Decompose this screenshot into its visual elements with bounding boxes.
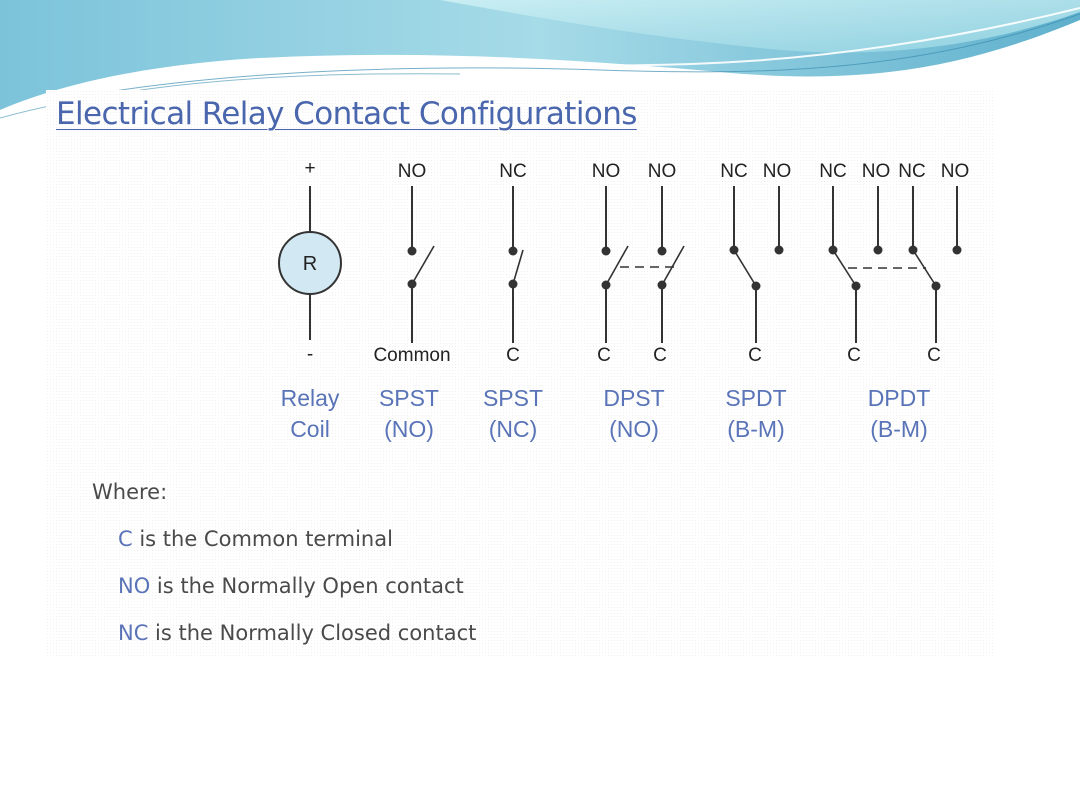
- caption-spst-nc-line1: SPST: [483, 385, 543, 411]
- caption-spdt-line1: SPDT: [725, 385, 786, 411]
- caption-relay-coil-line2: Coil: [290, 416, 330, 442]
- dpdt-pole2-no-dot: [952, 245, 962, 255]
- dpdt-bottom-label-2: C: [927, 345, 941, 366]
- dpdt-bottom-label-1: C: [847, 345, 861, 366]
- spst-no-contact-dot-top: [407, 246, 417, 256]
- spst-no-bottom-label: Common: [373, 345, 450, 366]
- dpst-bottom-label-1: C: [597, 345, 611, 366]
- legend-item-normally-open: NO is the Normally Open contact: [118, 574, 464, 598]
- legend-heading: Where:: [92, 480, 168, 504]
- legend-text-nc: is the Normally Closed contact: [148, 621, 477, 645]
- legend-text-no: is the Normally Open contact: [150, 574, 464, 598]
- caption-dpst-no-line1: DPST: [603, 385, 664, 411]
- caption-relay-coil-line1: Relay: [281, 385, 340, 411]
- coil-minus-label: -: [307, 344, 313, 365]
- spdt-symbol: NC NO C: [720, 161, 791, 366]
- dpst-top-label-1: NO: [592, 161, 621, 182]
- dpdt-top-label-3: NC: [898, 161, 925, 182]
- caption-dpst-no-line2: (NO): [609, 416, 659, 442]
- dpst-bottom-label-2: C: [653, 345, 667, 366]
- legend-abbr-no: NO: [118, 574, 151, 598]
- spst-no-top-label: NO: [398, 161, 427, 182]
- caption-dpdt-line1: DPDT: [868, 385, 931, 411]
- legend-item-common: C is the Common terminal: [118, 527, 393, 551]
- relay-coil-symbol: + R -: [278, 158, 342, 365]
- caption-spst-no-line1: SPST: [379, 385, 439, 411]
- dpdt-top-label-4: NO: [941, 161, 970, 182]
- spst-nc-symbol: NC C: [499, 161, 526, 366]
- spst-no-blade: [411, 245, 435, 285]
- page-title: Electrical Relay Contact Configurations: [56, 96, 637, 132]
- legend-item-normally-closed: NC is the Normally Closed contact: [118, 621, 476, 645]
- dpdt-pole1-blade: [832, 249, 857, 287]
- spdt-bottom-label: C: [748, 345, 762, 366]
- caption-spst-no-line2: (NO): [384, 416, 434, 442]
- configuration-captions: Relay Coil SPST (NO) SPST (NC) DPST (NO)…: [281, 385, 931, 442]
- spst-nc-bottom-label: C: [506, 345, 520, 366]
- coil-symbol-label: R: [303, 253, 317, 275]
- legend: Where: C is the Common terminal NO is th…: [92, 480, 476, 645]
- relay-contacts-diagram: + R - NO Common NC C NO NO: [278, 158, 969, 442]
- header-wave-banner: [0, 0, 1080, 119]
- dpst-top-label-2: NO: [648, 161, 677, 182]
- spdt-blade: [733, 249, 757, 287]
- spst-nc-contact-dot-top: [508, 246, 518, 256]
- dpst-pole2-dot-top: [657, 246, 667, 256]
- caption-spdt-line2: (B-M): [727, 416, 784, 442]
- dpst-no-symbol: NO NO C C: [592, 161, 685, 366]
- dpst-pole2-blade: [661, 245, 685, 286]
- dpdt-top-label-1: NC: [819, 161, 846, 182]
- spdt-top-label-1: NC: [720, 161, 747, 182]
- coil-plus-label: +: [304, 158, 315, 179]
- dpst-pole1-dot-top: [601, 246, 611, 256]
- content-panel: [46, 90, 994, 656]
- dpdt-top-label-2: NO: [862, 161, 891, 182]
- legend-text-c: is the Common terminal: [132, 527, 393, 551]
- dpdt-symbol: NC NO NC NO C C: [819, 161, 969, 366]
- legend-abbr-c: C: [118, 527, 133, 551]
- legend-abbr-nc: NC: [118, 621, 149, 645]
- spdt-top-label-2: NO: [763, 161, 792, 182]
- spst-nc-top-label: NC: [499, 161, 526, 182]
- caption-spst-nc-line2: (NC): [489, 416, 538, 442]
- dpst-pole1-blade: [605, 245, 629, 286]
- spst-nc-blade: [512, 249, 524, 285]
- spst-no-symbol: NO Common: [373, 161, 450, 366]
- caption-dpdt-line2: (B-M): [870, 416, 927, 442]
- dpdt-pole1-no-dot: [873, 245, 883, 255]
- spdt-no-dot: [774, 245, 784, 255]
